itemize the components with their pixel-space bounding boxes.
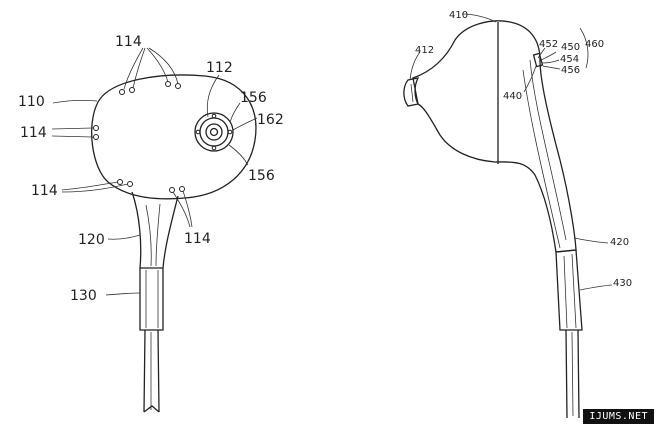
vent-holes-114 — [93, 81, 185, 193]
right-leader-lines — [409, 13, 613, 291]
button-460 — [532, 52, 544, 68]
label-454: 454 — [560, 54, 579, 65]
label-110: 110 — [18, 94, 45, 110]
right-earphone-figure: 410 412 452 450 454 456 460 440 420 430 — [403, 10, 632, 419]
cable-sleeve-130 — [139, 267, 164, 331]
label-450: 450 — [561, 42, 580, 53]
left-leader-lines — [51, 47, 258, 296]
label-440: 440 — [503, 91, 522, 102]
label-130: 130 — [70, 288, 97, 304]
label-114-bottom-left: 114 — [31, 183, 58, 199]
label-120: 120 — [78, 232, 105, 248]
sleeve-430 — [555, 249, 583, 331]
stem-shading — [145, 203, 161, 267]
label-456: 456 — [561, 65, 580, 76]
label-452: 452 — [539, 39, 558, 50]
label-112: 112 — [206, 60, 233, 76]
label-460: 460 — [585, 39, 604, 50]
left-earphone-figure: 114 110 114 114 114 112 156 162 156 120 … — [18, 34, 284, 413]
right-cable — [565, 329, 580, 419]
label-156-top: 156 — [240, 90, 267, 106]
label-162: 162 — [257, 112, 284, 128]
watermark-logo: IJUMS.NET — [583, 409, 654, 424]
label-114-top: 114 — [115, 34, 142, 50]
cable — [143, 329, 160, 413]
ear-body-110 — [91, 74, 257, 200]
label-114-bottom-right: 114 — [184, 231, 211, 247]
label-114-left: 114 — [20, 125, 47, 141]
speaker-112 — [194, 112, 234, 152]
ear-body-410 — [412, 20, 577, 253]
label-410: 410 — [449, 10, 468, 21]
stem-120 — [131, 191, 179, 269]
label-156-bottom: 156 — [248, 168, 275, 184]
nozzle-412 — [403, 77, 420, 107]
label-412: 412 — [415, 45, 434, 56]
label-430: 430 — [613, 278, 632, 289]
label-420: 420 — [610, 237, 629, 248]
